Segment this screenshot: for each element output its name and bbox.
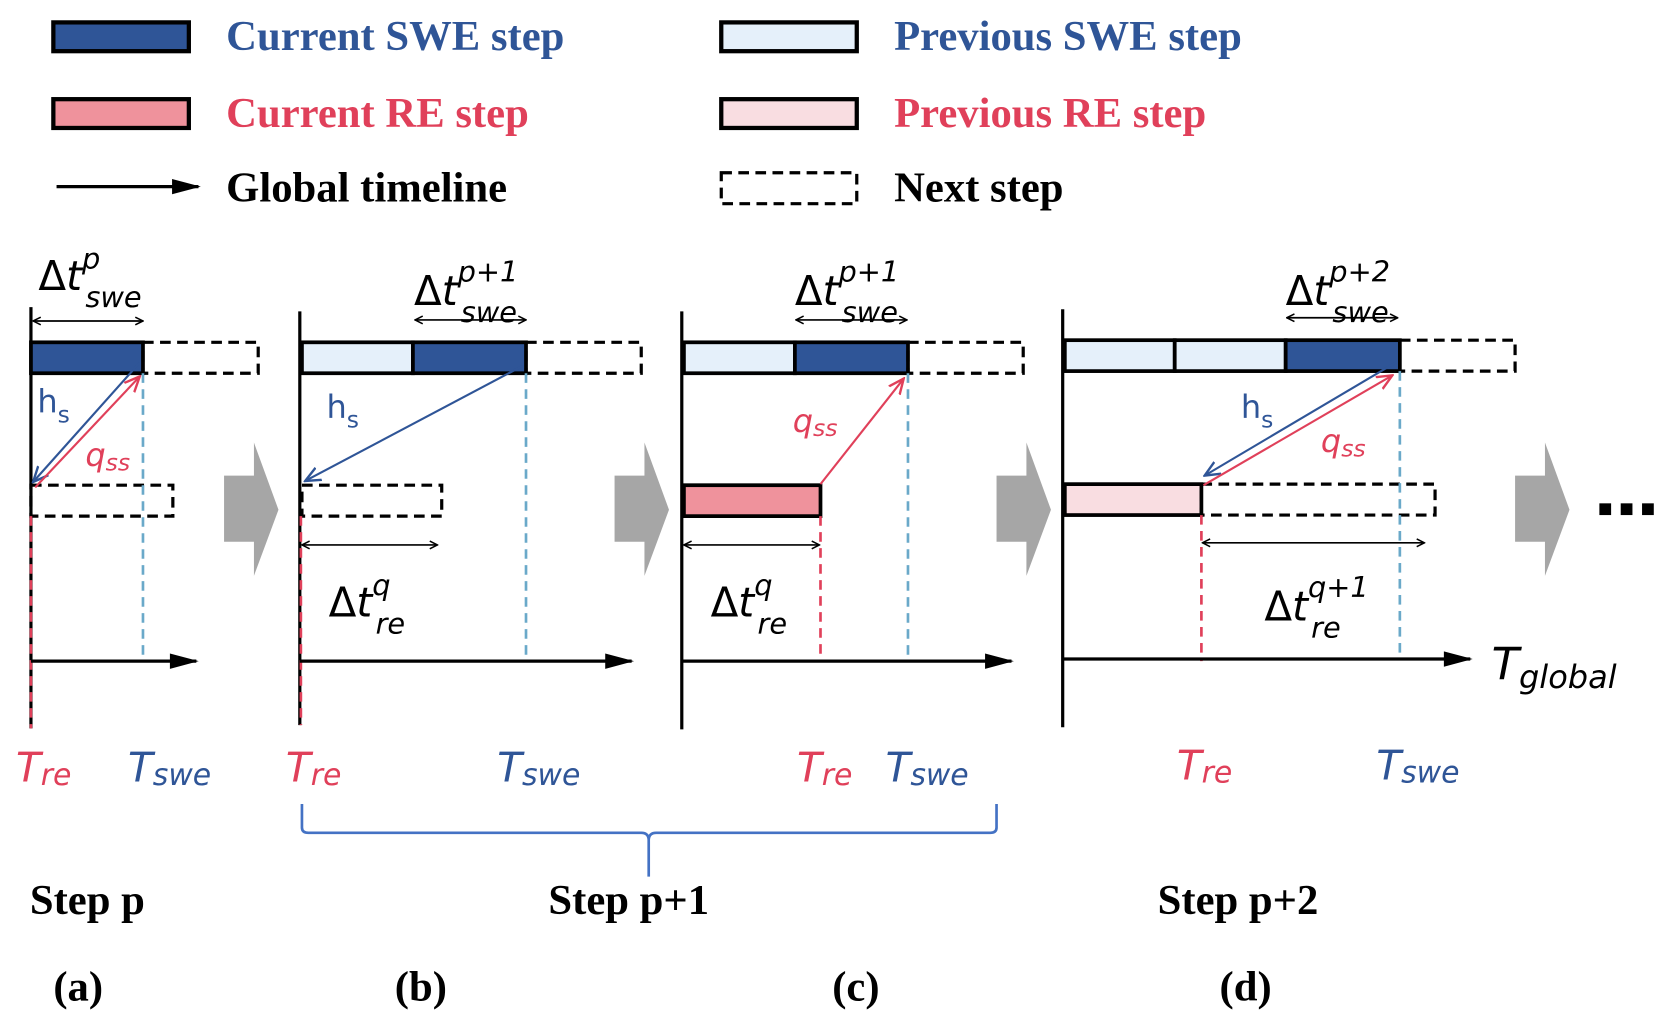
legend-label-global-timeline: Global timeline [226, 165, 507, 212]
panel-caption-b: (b) [395, 963, 447, 1010]
hs-arrow [33, 361, 141, 482]
swe-current-block [29, 340, 145, 376]
hs-label: hs [326, 388, 359, 434]
t-swe-label: Tswe [128, 744, 211, 793]
hs-arrow [1205, 361, 1397, 476]
legend-label-current-swe: Current SWE step [226, 13, 564, 60]
swe-previous-block [1062, 338, 1177, 373]
t-re-label: Tre [286, 744, 341, 793]
legend-label-current-re: Current RE step [226, 90, 529, 137]
swe-next-block [141, 340, 260, 375]
swe-previous-block [682, 340, 797, 376]
t-swe-label: Tswe [497, 744, 580, 793]
qss-label: qss [85, 436, 130, 476]
flow-arrow-icon [1515, 442, 1570, 576]
legend-swatch-next-step [719, 171, 859, 206]
qss-arrow [1202, 375, 1393, 487]
flow-arrow-icon [224, 442, 279, 576]
swe-current-block [411, 340, 528, 376]
qss-label: qss [793, 402, 838, 442]
legend-label-previous-re: Previous RE step [894, 90, 1206, 137]
qss-arrow [819, 379, 903, 485]
qss-label: qss [1321, 422, 1366, 462]
legend-swatch-current-re [51, 97, 191, 131]
panel-caption-d: (d) [1220, 963, 1272, 1010]
re-previous-block [1062, 482, 1204, 517]
step-label-p2: Step p+2 [1158, 877, 1319, 924]
legend-label-next-step: Next step [894, 165, 1063, 212]
re-current-block [682, 483, 823, 518]
legend-label-previous-swe: Previous SWE step [894, 13, 1242, 60]
re-next-block [1199, 482, 1437, 517]
panel-caption-c: (c) [832, 963, 879, 1010]
hs-arrow [305, 364, 524, 481]
flow-arrow-icon [996, 442, 1051, 576]
swe-next-block [524, 340, 643, 375]
swe-next-block [906, 340, 1025, 375]
swe-current-block [1283, 338, 1402, 373]
legend-swatch-current-swe [51, 20, 191, 54]
legend-swatch-previous-swe [719, 20, 859, 54]
step-label-p: Step p [30, 877, 145, 924]
re-next-block [300, 483, 444, 518]
hs-label: hs [1241, 388, 1274, 434]
ellipsis-icon [1599, 503, 1654, 516]
legend: Current SWE step Previous SWE step Curre… [51, 13, 1242, 212]
qss-arrow [34, 376, 140, 489]
swe-previous-block [300, 340, 415, 376]
swe-previous-block [1172, 338, 1288, 373]
step-label-p1: Step p+1 [548, 877, 709, 924]
re-next-block [29, 483, 175, 518]
t-re-label: Tre [16, 744, 71, 793]
legend-swatch-previous-re [719, 97, 859, 131]
t-swe-label: Tswe [1376, 742, 1459, 791]
panel-caption-a: (a) [53, 963, 103, 1010]
swe-next-block [1398, 338, 1517, 373]
swe-current-block [793, 340, 910, 376]
t-re-label: Tre [797, 744, 852, 793]
t-global-label: Tglobal [1492, 637, 1617, 696]
hs-label: hs [37, 383, 70, 429]
flow-arrow-icon [614, 442, 669, 576]
step-brace [300, 804, 998, 877]
t-re-label: Tre [1177, 742, 1232, 791]
t-swe-label: Tswe [886, 744, 969, 793]
